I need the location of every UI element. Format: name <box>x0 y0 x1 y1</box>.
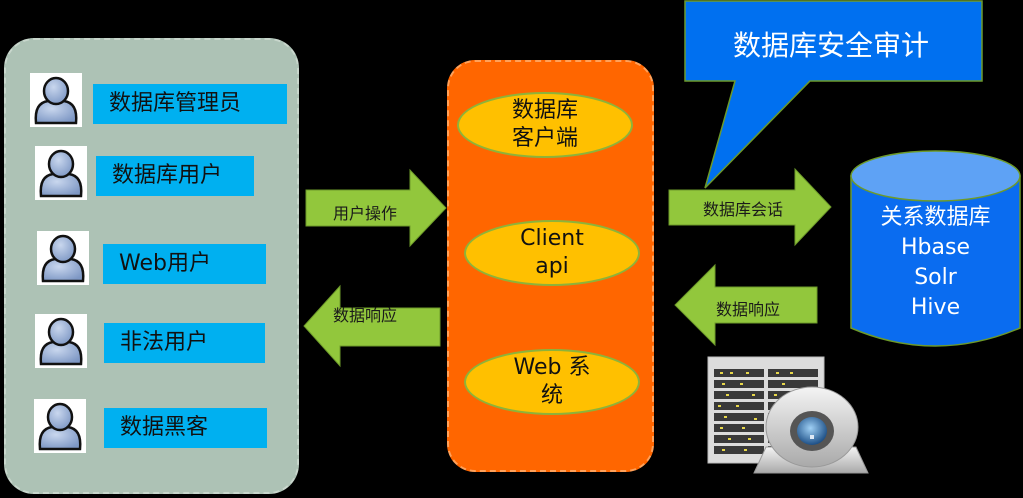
client-item-client-api: Client api <box>464 220 640 286</box>
database-labels: 关系数据库 Hbase Solr Hive <box>848 203 1023 323</box>
user-label: 数据库用户 <box>96 156 254 196</box>
audit-callout <box>684 0 983 189</box>
client-item-db-client: 数据库 客户端 <box>457 92 633 158</box>
client-item-line: 数据库 <box>511 98 578 123</box>
database-label: Hbase <box>901 235 970 260</box>
user-icon <box>37 231 89 285</box>
user-icon <box>35 146 87 200</box>
right-arrows <box>668 167 832 347</box>
response-arrow-right <box>674 263 818 347</box>
audit-callout-title: 数据库安全审计 <box>733 29 930 62</box>
database-label: Hive <box>910 295 961 320</box>
client-item-line: Client <box>520 226 584 251</box>
database-cylinder <box>850 150 1021 347</box>
response-arrow-label: 数据响应 <box>333 306 398 325</box>
database-label: Solr <box>914 265 957 290</box>
client-item-line: api <box>535 254 569 279</box>
session-arrow-label: 数据库会话 <box>703 200 784 219</box>
server-camera-icon <box>707 356 869 474</box>
user-label: 数据库管理员 <box>93 84 287 124</box>
response-arrow <box>303 284 441 368</box>
database-label: 关系数据库 <box>880 205 991 230</box>
user-icon <box>30 73 82 127</box>
client-item-line: Web 系 <box>513 355 591 380</box>
user-label: 非法用户 <box>104 323 265 363</box>
client-item-web-system: Web 系 统 <box>464 349 640 415</box>
client-item-line: 统 <box>540 383 563 408</box>
left-arrows <box>303 168 447 368</box>
request-arrow-label: 用户操作 <box>333 204 398 223</box>
user-icon <box>35 314 87 368</box>
user-label: 数据黑客 <box>104 408 267 448</box>
request-arrow <box>305 168 447 248</box>
response-arrow-right-label: 数据响应 <box>716 300 781 319</box>
client-item-line: 客户端 <box>511 126 578 151</box>
user-label: Web用户 <box>103 244 266 284</box>
user-icon <box>34 399 86 453</box>
session-arrow <box>668 167 832 247</box>
